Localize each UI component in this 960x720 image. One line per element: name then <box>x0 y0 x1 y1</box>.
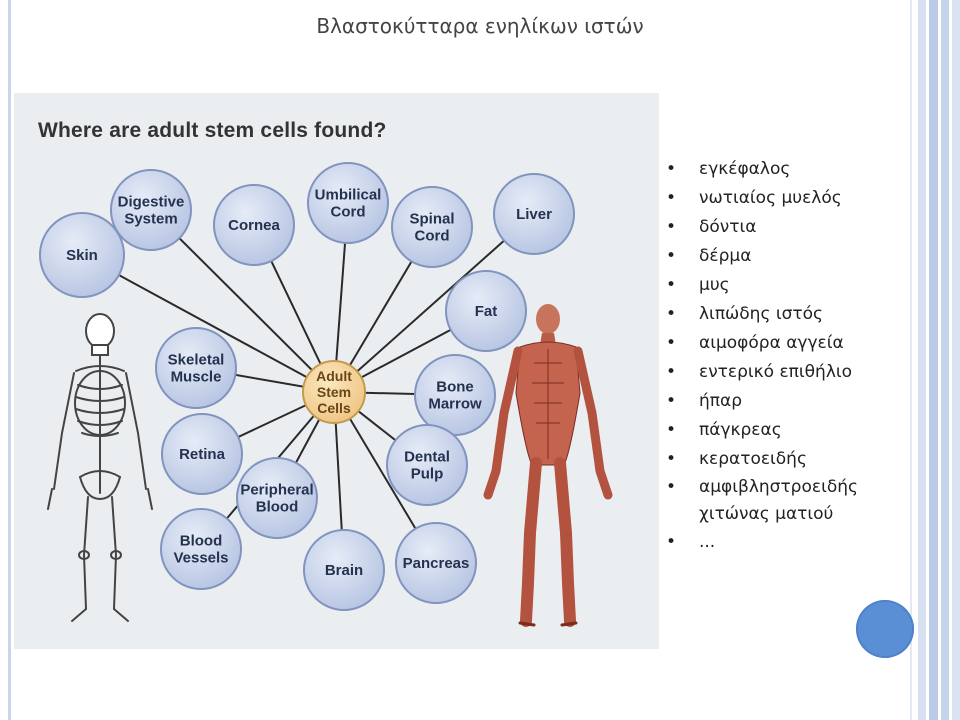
node-label: Cord <box>415 228 450 245</box>
bullet-item: δόντια <box>666 213 906 242</box>
node-label: Digestive <box>118 194 185 211</box>
node-label: Skin <box>66 247 98 264</box>
node-label: Cord <box>331 204 366 221</box>
node-label: Dental <box>404 449 450 466</box>
slide-left-border <box>8 0 11 720</box>
node-circle <box>303 529 385 611</box>
node-label: Blood <box>256 499 299 516</box>
slide-right-stripes <box>910 0 960 720</box>
bullet-item: εντερικό επιθήλιο <box>666 358 906 387</box>
bullet-list: εγκέφαλοςνωτιαίος μυελόςδόντιαδέρμαμυςλι… <box>666 155 906 557</box>
bullet-item: νωτιαίος μυελός <box>666 184 906 213</box>
skeleton-illustration <box>47 313 153 622</box>
node-label: Peripheral <box>240 482 313 499</box>
node-retina: Retina <box>161 413 243 495</box>
node-label: Spinal <box>409 211 454 228</box>
slide-title: Βλαστοκύτταρα ενηλίκων ιστών <box>316 14 644 38</box>
bullet-item: λιπώδης ιστός <box>666 300 906 329</box>
node-label: Pulp <box>411 466 444 483</box>
bullet-item: μυς <box>666 271 906 300</box>
node-circle <box>39 212 125 298</box>
node-liver: Liver <box>493 173 575 255</box>
node-fat: Fat <box>445 270 527 352</box>
node-brain: Brain <box>303 529 385 611</box>
center-node-circle <box>302 360 366 424</box>
center-node-label: Cells <box>317 400 351 416</box>
spoke-liver <box>333 213 535 393</box>
node-label: Fat <box>475 303 498 320</box>
node-cornea: Cornea <box>213 184 295 266</box>
node-circle <box>395 522 477 604</box>
node-label: Vessels <box>173 550 228 567</box>
node-circle <box>161 413 243 495</box>
bullet-item: κερατοειδής <box>666 445 906 474</box>
node-circle <box>110 169 192 251</box>
node-label: Marrow <box>428 396 482 413</box>
bullet-item: αμφιβληστροειδής χιτώνας ματιού <box>666 474 906 528</box>
bullet-item: αιμοφόρα αγγεία <box>666 329 906 358</box>
node-circle <box>493 173 575 255</box>
spoke-digestive-system <box>150 209 335 393</box>
muscle-body-illustration <box>483 304 613 627</box>
node-label: System <box>124 211 177 228</box>
node-circle <box>307 162 389 244</box>
decorative-circle <box>856 600 914 658</box>
node-label: Blood <box>180 533 223 550</box>
node-circle <box>236 457 318 539</box>
node-circle <box>391 186 473 268</box>
node-label: Pancreas <box>403 555 470 572</box>
center-node-label: Stem <box>317 384 351 400</box>
node-label: Bone <box>436 379 474 396</box>
node-pancreas: Pancreas <box>395 522 477 604</box>
node-circle <box>213 184 295 266</box>
figure-heading: Where are adult stem cells found? <box>38 119 387 142</box>
bullet-item: πάγκρεας <box>666 416 906 445</box>
node-circle <box>386 424 468 506</box>
node-circle <box>155 327 237 409</box>
node-label: Liver <box>516 206 552 223</box>
node-label: Skeletal <box>168 352 225 369</box>
node-label: Cornea <box>228 217 280 234</box>
node-circle <box>414 354 496 436</box>
center-node-label: Adult <box>316 368 352 384</box>
bullet-item: ήπαρ <box>666 387 906 416</box>
bullet-item: εγκέφαλος <box>666 155 906 184</box>
node-label: Retina <box>179 446 226 463</box>
node-circle <box>445 270 527 352</box>
bullet-item: ... <box>666 528 906 557</box>
spoke-skin <box>81 254 335 393</box>
node-skin: Skin <box>39 212 125 298</box>
node-circle <box>160 508 242 590</box>
node-label: Umbilical <box>315 187 382 204</box>
bullet-item: δέρμα <box>666 242 906 271</box>
node-label: Muscle <box>171 369 222 386</box>
node-label: Brain <box>325 562 363 579</box>
